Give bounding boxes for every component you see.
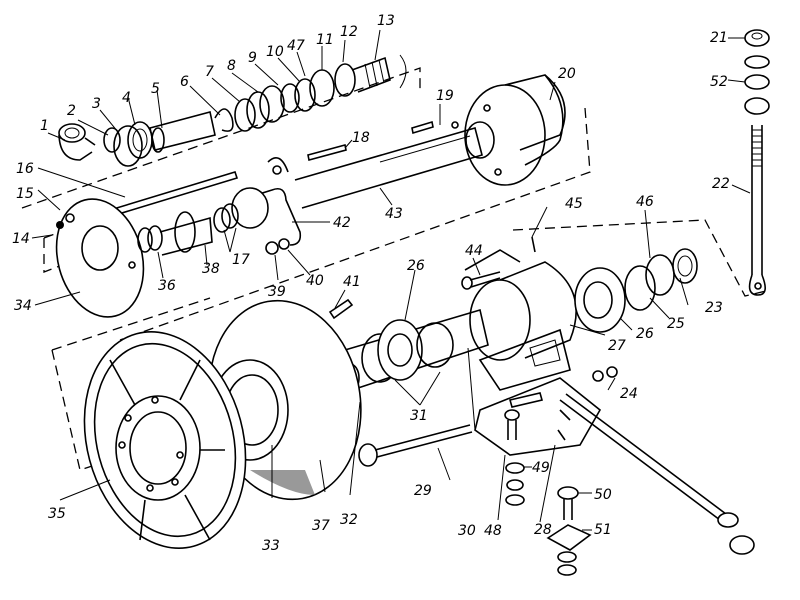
part-16-stud xyxy=(109,171,239,217)
callout-33: 33 xyxy=(262,538,280,554)
callout-22: 22 xyxy=(712,176,730,192)
callout-45: 45 xyxy=(565,196,583,212)
part-34-cover-disc xyxy=(55,198,145,318)
part-43-main-shaft xyxy=(294,127,483,209)
callout-37: 37 xyxy=(312,518,330,534)
callout-1: 1 xyxy=(40,118,49,134)
part-42-lever xyxy=(231,156,302,246)
callout-39: 39 xyxy=(268,284,286,300)
part-22-tie-rod xyxy=(744,29,770,296)
part-1-elbow-fitting xyxy=(58,123,96,161)
part-20-flange-hub xyxy=(451,74,566,186)
callout-3: 3 xyxy=(92,96,101,112)
part-29-bolt xyxy=(358,424,473,467)
callout-44: 44 xyxy=(465,243,483,259)
callout-10: 10 xyxy=(266,44,284,60)
callout-4: 4 xyxy=(122,90,131,106)
callout-leaders xyxy=(31,29,751,531)
callout-labels: 1 2 3 4 5 6 7 8 9 10 47 11 12 13 14 15 1… xyxy=(12,13,730,554)
callout-24: 24 xyxy=(620,386,638,402)
callout-11: 11 xyxy=(316,32,334,48)
callout-49: 49 xyxy=(532,460,550,476)
callout-32: 32 xyxy=(340,512,358,528)
part-45-cotter-pin xyxy=(531,236,536,253)
callout-5: 5 xyxy=(151,81,160,97)
callout-42: 42 xyxy=(333,215,351,231)
callout-48: 48 xyxy=(484,523,502,539)
callout-14: 14 xyxy=(12,231,30,247)
callout-36: 36 xyxy=(158,278,176,294)
part-35-wheel-pulley xyxy=(83,331,247,549)
callout-13: 13 xyxy=(377,13,395,29)
long-tie-rod xyxy=(559,393,727,521)
callout-6: 6 xyxy=(180,74,189,90)
callout-52: 52 xyxy=(710,74,728,90)
callout-40: 40 xyxy=(306,273,324,289)
callout-23: 23 xyxy=(705,300,723,316)
callout-25: 25 xyxy=(667,316,685,332)
callout-19: 19 xyxy=(436,88,454,104)
callout-50: 50 xyxy=(594,487,612,503)
callout-9: 9 xyxy=(248,50,257,66)
callout-46: 46 xyxy=(636,194,654,210)
callout-30: 30 xyxy=(458,523,476,539)
callout-34: 34 xyxy=(14,298,32,314)
callout-26-left: 26 xyxy=(407,258,425,274)
callout-17: 17 xyxy=(232,252,250,268)
callout-51: 51 xyxy=(594,522,612,538)
callout-21: 21 xyxy=(710,30,728,46)
callout-7: 7 xyxy=(205,64,214,80)
callout-2: 2 xyxy=(67,103,76,119)
callout-18: 18 xyxy=(352,130,370,146)
part-27-housing xyxy=(464,249,577,391)
callout-26-right: 26 xyxy=(636,326,654,342)
callout-27: 27 xyxy=(608,338,626,354)
callout-15: 15 xyxy=(16,186,34,202)
callout-47: 47 xyxy=(287,38,305,54)
callout-8: 8 xyxy=(227,58,236,74)
callout-38: 38 xyxy=(202,261,220,277)
callout-12: 12 xyxy=(340,24,358,40)
callout-20: 20 xyxy=(558,66,576,82)
callout-43: 43 xyxy=(385,206,403,222)
callout-35: 35 xyxy=(48,506,66,522)
part-41-grease-nipple xyxy=(328,298,354,320)
callout-41: 41 xyxy=(343,274,361,290)
upper-shaft-assembly xyxy=(58,54,434,167)
callout-29: 29 xyxy=(414,483,432,499)
part-44-pin xyxy=(461,271,501,290)
callout-28: 28 xyxy=(534,522,552,538)
callout-31: 31 xyxy=(410,408,428,424)
callout-16: 16 xyxy=(16,161,34,177)
